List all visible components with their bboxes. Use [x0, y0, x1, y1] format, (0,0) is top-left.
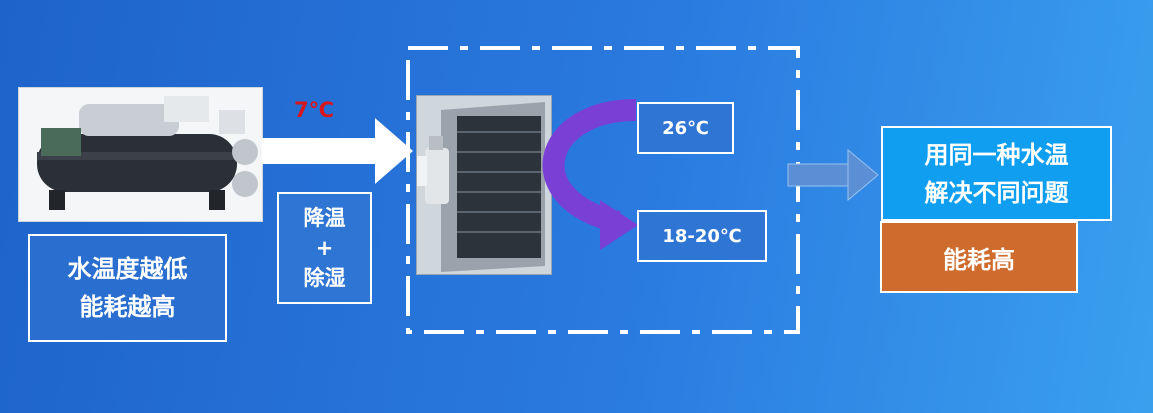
process-box-line2: +	[315, 236, 334, 260]
process-box-line3: 除湿	[303, 266, 346, 290]
process-box-line1: 降温	[303, 206, 346, 230]
result-label: 能耗高	[943, 245, 1015, 274]
left-box-line1: 水温度越低	[67, 255, 188, 283]
supply-temp-label: 7℃	[294, 98, 335, 122]
supply-arrow	[262, 118, 413, 184]
temp-low-box: 18-20℃	[637, 210, 767, 262]
result-box: 能耗高	[880, 221, 1078, 293]
chiller-image	[18, 87, 263, 222]
temp-high-box: 26℃	[637, 102, 734, 154]
right-info-box: 用同一种水温 解决不同问题	[881, 126, 1112, 221]
temperature-curve-arrow	[542, 99, 638, 250]
temp-low-label: 18-20℃	[662, 225, 742, 247]
process-box: 降温 + 除湿	[277, 192, 372, 304]
left-box-line2: 能耗越高	[79, 293, 176, 321]
left-info-box: 水温度越低 能耗越高	[28, 234, 227, 342]
temp-high-label: 26℃	[662, 117, 709, 139]
process-frame	[406, 46, 800, 334]
right-box-line1: 用同一种水温	[924, 140, 1069, 169]
cooling-coil-image	[416, 95, 552, 275]
right-box-line2: 解决不同问题	[924, 178, 1069, 207]
result-arrow	[787, 148, 879, 202]
